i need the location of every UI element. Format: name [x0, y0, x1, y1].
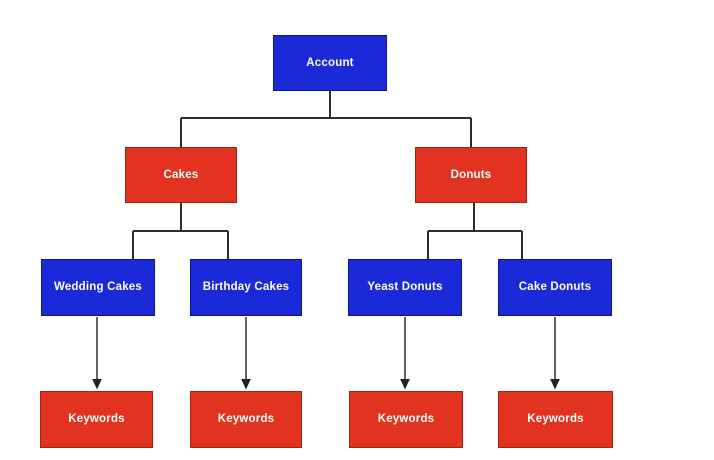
- node-keywords-1: Keywords: [40, 391, 153, 448]
- node-birthday-cakes: Birthday Cakes: [190, 259, 302, 316]
- node-keywords-4-label: Keywords: [527, 413, 584, 426]
- node-birthday-cakes-label: Birthday Cakes: [202, 281, 290, 294]
- node-cake-donuts-label: Cake Donuts: [518, 281, 592, 294]
- edge-account-children: [180, 91, 472, 147]
- node-wedding-cakes: Wedding Cakes: [41, 259, 155, 316]
- node-keywords-2: Keywords: [190, 391, 302, 448]
- node-yeast-donuts: Yeast Donuts: [348, 259, 462, 316]
- node-account-label: Account: [306, 56, 354, 69]
- node-cakes: Cakes: [125, 147, 237, 203]
- node-donuts: Donuts: [415, 147, 527, 203]
- edge-cakes-children: [132, 203, 229, 259]
- edge-donuts-children: [427, 203, 523, 259]
- node-keywords-3: Keywords: [349, 391, 463, 448]
- node-account: Account: [273, 35, 387, 91]
- node-keywords-3-label: Keywords: [377, 413, 435, 426]
- node-wedding-cakes-label: Wedding Cakes: [53, 281, 143, 294]
- node-donuts-label: Donuts: [450, 168, 492, 181]
- node-yeast-donuts-label: Yeast Donuts: [367, 281, 443, 294]
- node-cake-donuts: Cake Donuts: [498, 259, 612, 316]
- node-keywords-2-label: Keywords: [217, 413, 275, 426]
- node-cakes-label: Cakes: [163, 168, 199, 181]
- node-keywords-1-label: Keywords: [68, 413, 125, 426]
- node-keywords-4: Keywords: [498, 391, 613, 448]
